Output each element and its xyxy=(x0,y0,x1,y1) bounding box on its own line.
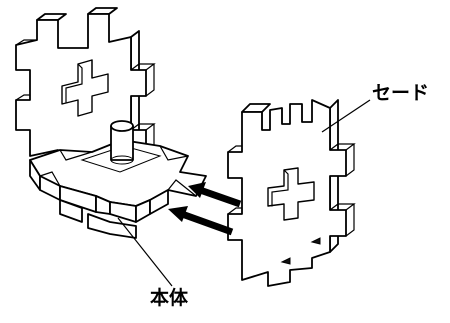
side-panel xyxy=(227,99,356,287)
insert-arrows xyxy=(168,182,242,236)
arrow-head-upper xyxy=(188,182,206,198)
side-label: セード xyxy=(372,82,430,104)
arrow-head-lower xyxy=(168,206,188,222)
body-label: 本体 xyxy=(150,287,189,309)
body-leader-line xyxy=(117,217,173,287)
side-panel-hole xyxy=(267,167,315,221)
center-post xyxy=(110,120,134,165)
side-leader-line xyxy=(321,99,371,133)
center-plate xyxy=(80,145,162,173)
